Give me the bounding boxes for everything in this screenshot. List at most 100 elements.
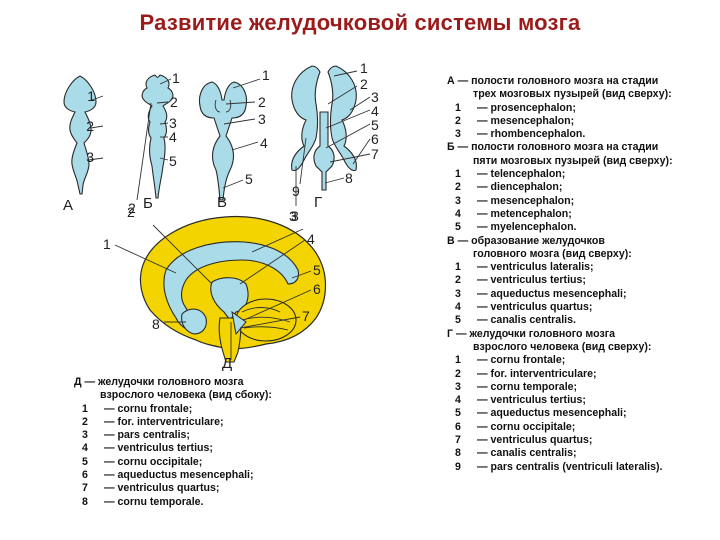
- legend-right-item-23: 3 — cornu temporale;: [447, 381, 673, 394]
- panel-d-letter: Д: [222, 355, 232, 372]
- legend-item-number: 2: [82, 415, 88, 428]
- legend-left-item-3: 2 — for. interventriculare;: [74, 416, 272, 429]
- legend-right-item-21: 1— cornu frontale;: [447, 354, 673, 367]
- legend-item-text: — aqueductus mesencephali;: [477, 287, 627, 300]
- legend-item-text: — ventriculus lateralis;: [477, 261, 594, 274]
- panel-g-label-6: 6: [371, 131, 379, 147]
- legend-right-item-27: 7— ventriculus quartus;: [447, 434, 673, 447]
- legend-item-number: 7: [82, 482, 88, 495]
- panel-a-figure: 1 2 3 А: [63, 75, 104, 214]
- legend-item-text: — mesencephalon;: [477, 194, 575, 207]
- legend-right-item-15: 2 — ventriculus tertius;: [447, 274, 673, 287]
- panel-g-label-5: 5: [371, 117, 379, 133]
- legend-item-text: — aqueductus mesencephali;: [104, 469, 254, 482]
- legend-item-text: — prosencephalon;: [477, 101, 576, 114]
- legend-item-text: — diencephalon;: [477, 181, 563, 194]
- legend-item-number: 7: [455, 434, 461, 447]
- panel-v-cavity: [198, 81, 248, 201]
- panel-b-vesicles: [141, 74, 174, 199]
- panel-d-label-5: 5: [313, 262, 321, 278]
- legend-left-item-7: 6 — aqueductus mesencephali;: [74, 469, 272, 482]
- legend-right-item-28: 8 — canalis centralis;: [447, 447, 673, 460]
- legend-item-text: — ventriculus tertius;: [104, 442, 213, 455]
- legend-item-number: 2: [455, 274, 461, 287]
- panel-b-label-5: 5: [169, 153, 177, 169]
- legend-item-number: 5: [455, 221, 461, 234]
- legend-right-head-5: Б — полости головного мозга на стадии: [447, 141, 659, 154]
- legend-item-text: — ventriculus quartus;: [477, 301, 593, 314]
- panel-v-label-4: 4: [260, 135, 268, 151]
- legend-item-text: — for. interventriculare;: [477, 367, 597, 380]
- legend-left-item-9: 8— cornu temporale.: [74, 496, 272, 509]
- panel-g-label-2: 2: [360, 76, 368, 92]
- legend-item-text: — canalis centralis;: [477, 447, 577, 460]
- legend-item-number: 3: [455, 128, 461, 141]
- panel-b-label-1: 1: [172, 70, 180, 86]
- panel-v-label-5: 5: [245, 171, 253, 187]
- legend-item-number: 4: [455, 301, 461, 314]
- legend-right-item-10: 4 — metencephalon;: [447, 208, 673, 221]
- legend-right-item-24: 4— ventriculus tertius;: [447, 394, 673, 407]
- legend-item-number: 4: [455, 207, 461, 220]
- panel-v-label-1: 1: [262, 67, 270, 83]
- legend-item-text: — ventriculus quartus;: [104, 482, 220, 495]
- legend-item-number: 3: [455, 380, 461, 393]
- legend-item-text: — cornu temporale;: [477, 380, 578, 393]
- legend-item-number: 8: [82, 495, 88, 508]
- legend-left-item-5: 4— ventriculus tertius;: [74, 442, 272, 455]
- legend-item-text: — rhombencephalon.: [477, 128, 586, 141]
- legend-right-item-18: 5 — canalis centralis.: [447, 314, 673, 327]
- legend-right-item-9: 3— mesencephalon;: [447, 195, 673, 208]
- legend-left-item-4: 3 — pars centralis;: [74, 429, 272, 442]
- panel-d-figure: 1 2 3 4 5 6 7 8 Д: [103, 204, 326, 372]
- panel-g-label-9: 9: [292, 183, 300, 199]
- legend-item-text: — pars centralis;: [104, 429, 190, 442]
- legend-item-text: — pars centralis (ventriculi lateralis).: [477, 460, 663, 473]
- legend-item-number: 5: [455, 407, 461, 420]
- panel-a-label-1: 1: [87, 88, 95, 104]
- legend-item-number: 1: [455, 168, 461, 181]
- legend-item-number: 8: [455, 447, 461, 460]
- legend-right-item-7: 1 — telencephalon;: [447, 168, 673, 181]
- panel-g-label-4: 4: [371, 103, 379, 119]
- legend-item-number: 6: [82, 469, 88, 482]
- legend-item-text: — telencephalon;: [477, 168, 566, 181]
- legend-item-number: 9: [455, 460, 461, 473]
- panel-v-label-3: 3: [258, 111, 266, 127]
- panel-d-label-4: 4: [307, 231, 315, 247]
- legend-item-number: 5: [82, 455, 88, 468]
- legend-item-text: — canalis centralis.: [477, 314, 576, 327]
- legend-right-item-11: 5— myelencephalon.: [447, 221, 673, 234]
- panel-d-third-ventricle: [210, 277, 249, 321]
- legend-item-text: — for. interventriculare;: [104, 415, 224, 428]
- panel-g-label-3b: 3: [291, 208, 299, 224]
- panel-a-label-3: 3: [86, 149, 94, 165]
- panel-v-letter: В: [217, 194, 227, 211]
- legend-item-number: 3: [455, 287, 461, 300]
- panel-g-label-3: 3: [371, 89, 379, 105]
- legend-item-number: 3: [82, 429, 88, 442]
- panel-g-label-8: 8: [345, 170, 353, 186]
- legend-left-cont-1: взрослого человека (вид сбоку):: [100, 389, 272, 402]
- legend-item-text: — aqueductus mesencephali;: [477, 407, 627, 420]
- legend-item-text: — mesencephalon;: [477, 114, 575, 127]
- panel-b-label-3: 3: [169, 115, 177, 131]
- legend-item-number: 1: [82, 402, 88, 415]
- panel-v-figure: 1 2 3 4 5 В: [198, 67, 270, 211]
- legend-right-item-2: 1— prosencephalon;: [447, 102, 673, 115]
- panel-g-label-7: 7: [371, 146, 379, 162]
- panel-d-label-3: 3: [289, 208, 297, 224]
- legend-item-text: — metencephalon;: [477, 207, 572, 220]
- panel-b-letter: Б: [143, 195, 153, 212]
- panel-b-label-4: 4: [169, 129, 177, 145]
- legend-left-item-6: 5— cornu occipitale;: [74, 456, 272, 469]
- legend-right-item-29: 9 — pars centralis (ventriculi lateralis)…: [447, 461, 673, 474]
- legend-item-text: — ventriculus tertius;: [477, 274, 586, 287]
- legend-item-number: 5: [455, 314, 461, 327]
- panel-g-label-1: 1: [360, 60, 368, 76]
- legend-right-cont-6: пяти мозговых пузырей (вид сверху):: [473, 154, 673, 167]
- legend-right-item-8: 2— diencephalon;: [447, 181, 673, 194]
- legend-left-item-2: 1— cornu frontale;: [74, 403, 272, 416]
- panel-d-label-6: 6: [313, 281, 321, 297]
